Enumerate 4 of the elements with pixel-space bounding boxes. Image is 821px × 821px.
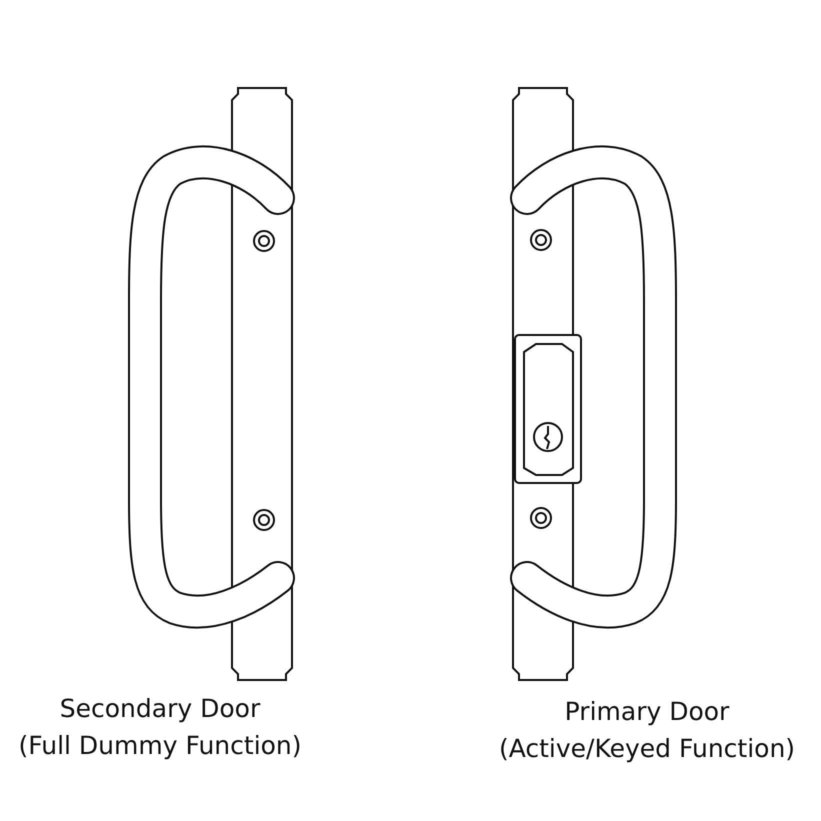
caption: (Active/Keyed Function)	[498, 736, 796, 761]
caption: Secondary Door	[58, 696, 262, 721]
caption: (Full Dummy Function)	[17, 733, 303, 758]
caption: Primary Door	[564, 699, 730, 724]
